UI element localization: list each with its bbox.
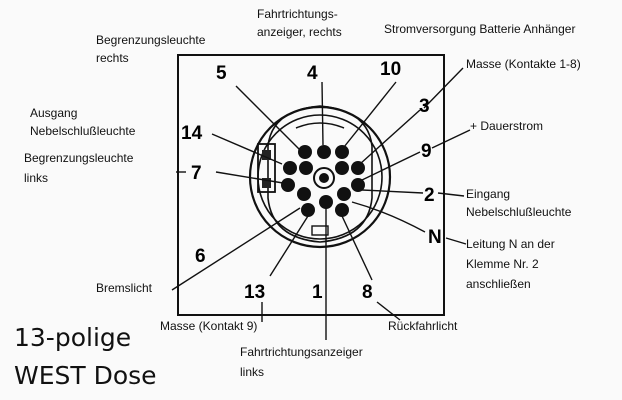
label-fahrtrichtung-rechts-2: anzeiger, rechts <box>257 25 342 39</box>
contact-pin <box>301 203 315 217</box>
contact-pin <box>297 187 311 201</box>
label-fahrtrichtung-links: Fahrtrichtungsanzeiger <box>240 345 363 359</box>
leader-line <box>321 81 324 146</box>
leader-line <box>361 189 424 194</box>
label-eingang: Eingang <box>466 187 510 201</box>
contact-pin <box>283 161 297 175</box>
leader-line <box>269 215 309 277</box>
contact-pin <box>317 145 331 159</box>
label-bremslicht: Bremslicht <box>96 281 153 295</box>
contact-pin <box>351 178 365 192</box>
label-leitung-n-3: anschließen <box>466 277 531 291</box>
label-leitung-n: Leitung N an der <box>466 237 555 251</box>
socket-inner-outline <box>267 105 373 243</box>
socket-plate <box>177 54 445 316</box>
socket-key-notch <box>295 122 345 129</box>
leader-line <box>343 81 397 148</box>
leader-line <box>359 109 421 165</box>
leader-line <box>341 215 373 281</box>
pin-number-14: 14 <box>181 123 203 144</box>
diagram-title-line-1: 13-polige <box>14 323 131 352</box>
label-begrenzungsleuchte-rechts: Begrenzungsleuchte <box>96 33 206 47</box>
contact-pin <box>335 161 349 175</box>
pin-number-13: 13 <box>244 282 265 303</box>
socket-bottom-tab <box>311 225 329 236</box>
label-begrenzungsleuchte-rechts-2: rechts <box>96 51 129 65</box>
label-leitung-n-2: Klemme Nr. 2 <box>466 257 539 271</box>
leader-line <box>351 201 426 233</box>
latch-slot-lower <box>262 178 271 188</box>
pin-number-6: 6 <box>195 246 206 267</box>
contact-pin <box>319 195 333 209</box>
leader-line <box>215 171 284 184</box>
contact-pin <box>335 145 349 159</box>
label-ausgang-2: Nebelschlußleuchte <box>30 124 136 138</box>
pin-number-5: 5 <box>216 63 227 84</box>
diagram-title-line-2: WEST Dose <box>14 361 157 390</box>
label-begrenzungsleuchte-links: Begrenzungsleuchte <box>24 151 134 165</box>
leader-line <box>423 67 464 109</box>
leader-line <box>235 85 301 151</box>
label-eingang-2: Nebelschlußleuchte <box>466 205 572 219</box>
contact-pin <box>299 161 313 175</box>
contact-pin <box>337 187 351 201</box>
pin-number-7: 7 <box>191 163 202 184</box>
pin-number-8: 8 <box>362 282 373 303</box>
contact-pin <box>298 145 312 159</box>
label-fahrtrichtung-links-2: links <box>240 365 264 379</box>
latch-slot-upper <box>262 150 271 160</box>
leader-line <box>376 301 401 321</box>
label-masse-kontakte: Masse (Kontakte 1-8) <box>466 57 581 71</box>
label-stromversorgung: Stromversorgung Batterie Anhänger <box>384 22 575 36</box>
leader-line <box>431 129 471 149</box>
pin-number-1: 1 <box>312 282 323 303</box>
pin-number-N: N <box>428 227 442 248</box>
socket-side-latch <box>257 143 276 193</box>
contact-pin <box>335 203 349 217</box>
leader-line <box>211 133 283 165</box>
contact-pin-center <box>313 167 335 189</box>
pin-number-9: 9 <box>421 141 432 162</box>
pin-number-3: 3 <box>419 96 430 117</box>
pin-number-2: 2 <box>424 185 435 206</box>
label-fahrtrichtung-rechts: Fahrtrichtungs- <box>257 7 338 21</box>
leader-line <box>171 207 301 291</box>
pin-number-4: 4 <box>307 63 318 84</box>
pin-number-10: 10 <box>380 59 401 80</box>
label-ausgang: Ausgang <box>30 106 77 120</box>
label-masse-kontakt-9: Masse (Kontakt 9) <box>160 319 257 333</box>
contact-pin <box>351 161 365 175</box>
label-begrenzungsleuchte-links-2: links <box>24 171 48 185</box>
contact-pin <box>281 178 295 192</box>
contact-pin-center-core <box>319 173 329 183</box>
label-rueckfahrlicht: Rückfahrlicht <box>388 319 458 333</box>
leader-line <box>361 151 421 181</box>
label-dauerstrom: + Dauerstrom <box>470 119 543 133</box>
leader-line <box>437 192 465 197</box>
leader-line <box>445 237 467 245</box>
